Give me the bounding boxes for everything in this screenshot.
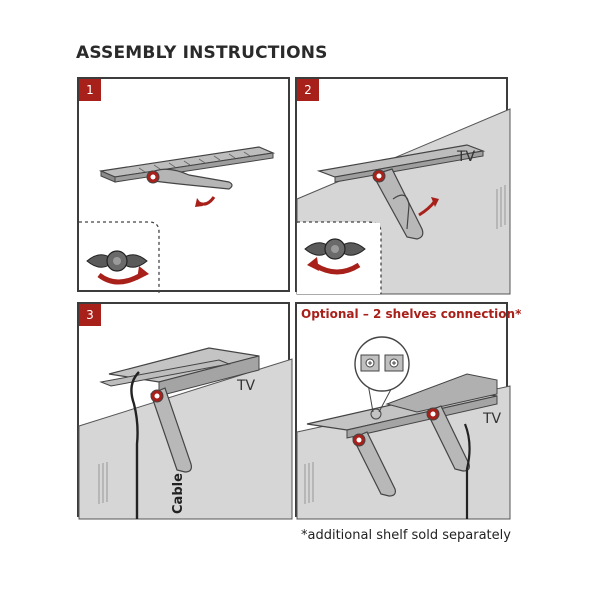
step-3-panel: 3 TV Cable [77,302,293,520]
footnote: *additional shelf sold separately [301,528,511,543]
step-number-badge: 1 [79,79,101,101]
step-number-badge: 3 [79,304,101,326]
optional-heading: Optional – 2 shelves connection* [301,307,522,321]
cable-icon [463,423,471,519]
step-1-illustration [79,146,276,294]
rotate-arrow-icon [97,272,143,285]
optional-panel: Optional – 2 shelves connection* [295,302,521,520]
tv-label: TV [237,378,256,394]
step-1-panel: 1 [77,77,290,294]
cable-icon [130,371,140,519]
wing-nut-icon [86,250,148,272]
step-number-badge: 2 [297,79,319,101]
tv-label: TV [457,149,476,165]
step-2-illustration [296,108,511,295]
optional-illustration [296,336,511,520]
bracket-arm [146,168,233,190]
bracket-arm [372,168,424,240]
cable-label: Cable [171,473,186,514]
page-title: ASSEMBLY INSTRUCTIONS [76,43,328,63]
rotate-arrow-icon [198,196,216,206]
tv-label: TV [483,411,502,427]
shelf-icon [316,144,486,183]
bracket-arm [352,405,470,497]
tv-wall [78,358,293,520]
step-2-panel: 2 TV [295,77,511,295]
rotate-arrow-icon [313,262,361,275]
screw-icon [360,354,404,372]
wing-nut-icon [304,238,366,260]
shelf-icon [306,373,498,439]
bracket-arm [150,387,192,473]
step-3-illustration [78,347,293,520]
